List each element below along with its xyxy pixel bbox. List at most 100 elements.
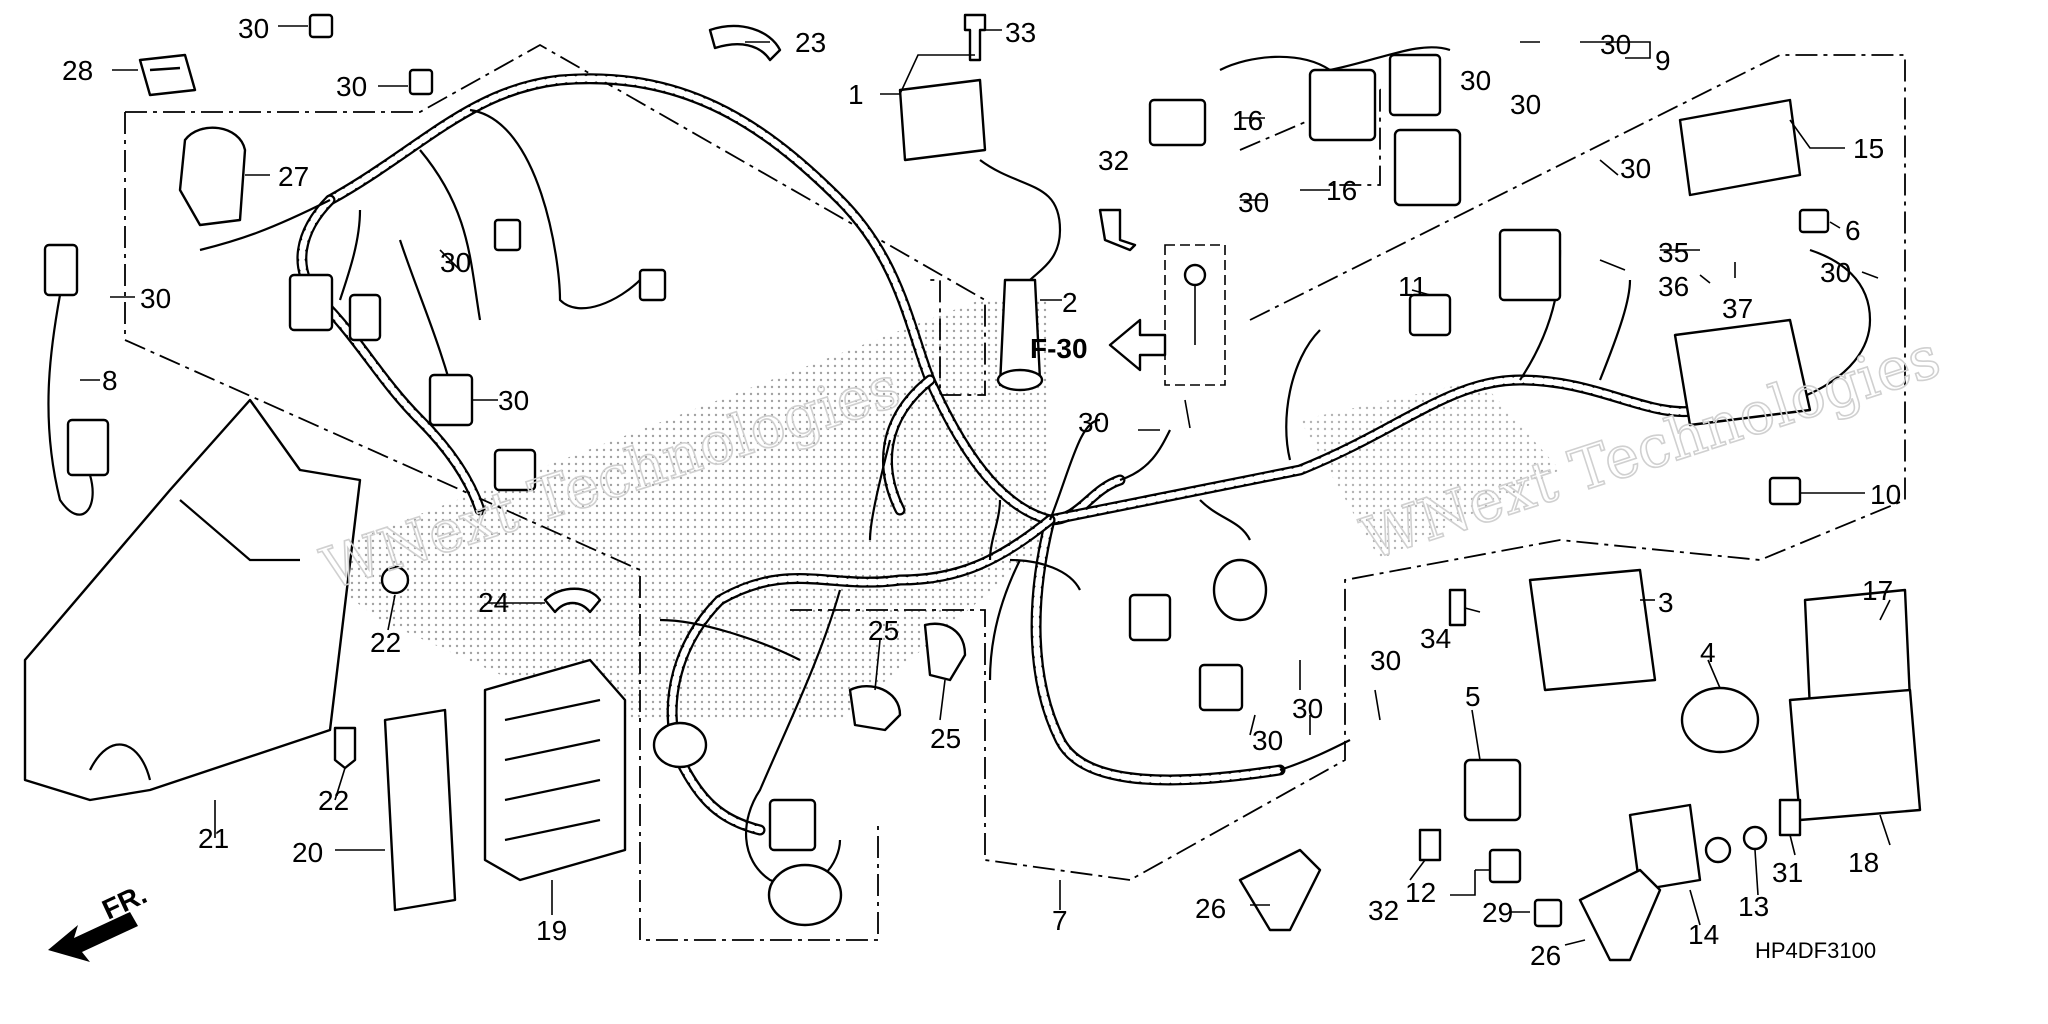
band-26b [1578, 868, 1662, 962]
unit-5 [1463, 758, 1522, 822]
bolt-33 [963, 13, 987, 62]
callout-14: 14 [1688, 919, 1719, 950]
band-23 [708, 24, 782, 62]
connector-k [1198, 663, 1244, 712]
callout-20: 20 [292, 837, 323, 868]
parts [23, 13, 1922, 962]
sensor-8-top [43, 243, 79, 297]
callout-30-3: 30 [140, 283, 171, 314]
callout-30-15: 30 [1370, 645, 1401, 676]
ground-terminal-box [1164, 244, 1226, 386]
bolt-34 [1448, 588, 1467, 627]
relay-16b [1393, 128, 1462, 207]
front-arrow [48, 912, 138, 962]
ignition-coil-1 [898, 78, 987, 162]
callout-32b: 32 [1368, 895, 1399, 926]
callout-18: 18 [1848, 847, 1879, 878]
callout-32a: 32 [1098, 145, 1129, 176]
callout-16a: 16 [1232, 105, 1263, 136]
callout-21: 21 [198, 823, 229, 854]
module-18 [1788, 688, 1922, 822]
callout-2: 2 [1062, 287, 1078, 318]
connector-c [428, 373, 474, 427]
ref-label: F-30 [1030, 333, 1088, 364]
callout-10: 10 [1870, 479, 1901, 510]
callout-3: 3 [1658, 587, 1674, 618]
part-14 [1628, 803, 1702, 892]
callout-30-7: 30 [1238, 187, 1269, 218]
callout-19: 19 [536, 915, 567, 946]
band-24 [543, 587, 602, 614]
callout-33: 33 [1005, 17, 1036, 48]
bracket-20 [383, 708, 457, 912]
callout-30-12: 30 [1820, 257, 1851, 288]
callout-11: 11 [1398, 271, 1427, 302]
connector-i [1498, 228, 1562, 302]
connector-12 [1488, 848, 1522, 884]
sensor-n [652, 721, 708, 769]
callout-28: 28 [62, 55, 93, 86]
callout-9: 9 [1655, 45, 1671, 76]
clamp-25b [923, 622, 967, 682]
callout-30-10: 30 [1600, 29, 1631, 60]
rectifier-3 [1528, 568, 1657, 692]
callout-1: 1 [848, 79, 864, 110]
callout-30-1: 30 [238, 13, 269, 44]
callouts: 1 2 3 4 5 6 7 8 9 10 11 12 13 14 15 16 1… [62, 13, 1901, 971]
callout-7: 7 [1052, 905, 1068, 936]
callout-37: 37 [1722, 293, 1753, 324]
callout-30-9: 30 [1510, 89, 1541, 120]
connector-f [493, 218, 522, 252]
connector-10 [1768, 476, 1802, 506]
callout-22a: 22 [370, 627, 401, 658]
callout-31: 31 [1772, 857, 1803, 888]
fuse-6 [1798, 208, 1830, 234]
fuse-box [1673, 318, 1812, 427]
callout-30-13: 30 [1252, 725, 1283, 756]
callout-4: 4 [1700, 637, 1716, 668]
callout-6: 6 [1845, 215, 1861, 246]
callout-36: 36 [1658, 271, 1689, 302]
clip-30a [308, 13, 334, 39]
callout-22b: 22 [318, 785, 349, 816]
clip-29 [1533, 898, 1563, 928]
relay-4 [1680, 686, 1760, 754]
callout-25b: 25 [930, 723, 961, 754]
bolt-32a [1098, 208, 1137, 252]
relay-16a [1308, 68, 1377, 142]
sensor-o [1212, 558, 1268, 622]
leader-lines [80, 25, 1891, 946]
callout-30-14: 30 [1292, 693, 1323, 724]
callout-29: 29 [1482, 897, 1513, 928]
bolt-32b [1418, 828, 1442, 862]
callout-5: 5 [1465, 681, 1481, 712]
band-26a [1238, 848, 1322, 932]
connector-e [638, 268, 667, 302]
bolt-31 [1778, 798, 1802, 837]
connector-a [288, 273, 334, 332]
callout-12: 12 [1405, 877, 1436, 908]
clip-30b [408, 68, 434, 96]
diagram-code: HP4DF3100 [1755, 938, 1876, 963]
callout-30-5: 30 [498, 385, 529, 416]
washer-13 [1742, 825, 1768, 851]
front-label: FR. [97, 878, 151, 925]
connector-l [768, 798, 817, 852]
cover-21 [23, 398, 362, 802]
callout-30-6: 30 [1078, 407, 1109, 438]
callout-30-8: 30 [1460, 65, 1491, 96]
callout-26b: 26 [1530, 940, 1561, 971]
connector-j [1128, 593, 1172, 642]
sensor-m [767, 863, 843, 927]
clamp-25a [848, 685, 902, 732]
callout-30-4: 30 [440, 247, 471, 278]
stipple-shade [300, 300, 1050, 720]
clamp-27 [178, 126, 247, 227]
stipple-shade-right [1300, 380, 1560, 560]
clamp-28 [138, 53, 197, 97]
grommet-22a [380, 565, 410, 595]
callout-30-2: 30 [336, 71, 367, 102]
callout-17: 17 [1862, 575, 1893, 606]
callout-25a: 25 [868, 615, 899, 646]
